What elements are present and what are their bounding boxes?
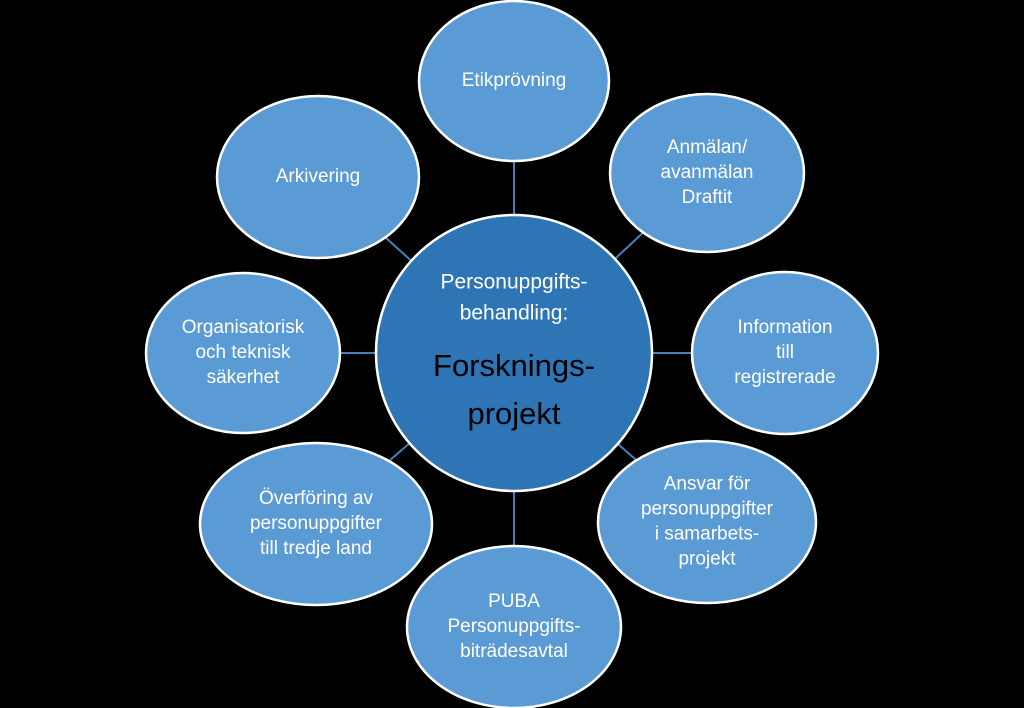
- node-label-ansvar: projekt: [678, 549, 736, 570]
- node-label-overforing: personuppgifter: [250, 513, 383, 534]
- outer-nodes: EtikprövningAnmälan/avanmälanDraftitInfo…: [144, 0, 880, 708]
- connector-anmalan: [614, 231, 644, 260]
- node-overforing: Överföring av personuppgifter till tredje …: [198, 441, 434, 607]
- center-title-line: projekt: [467, 396, 560, 431]
- node-ansvar: Ansvar för personuppgifter i samarbets-pro…: [596, 439, 818, 605]
- node-ellipse-anmalan: [608, 92, 806, 254]
- node-label-anmalan: avanmälan: [661, 162, 754, 183]
- node-sakerhet: Organisatorisk och teknisk säkerhet: [144, 271, 342, 435]
- center-circle: [374, 213, 654, 493]
- node-label-anmalan: Draftit: [682, 187, 733, 208]
- node-label-information: registrerade: [734, 367, 835, 388]
- connector-overforing: [388, 442, 411, 462]
- node-label-information: till: [776, 342, 794, 363]
- node-ellipse-ansvar: [596, 439, 818, 605]
- node-label-ansvar: Ansvar för: [664, 474, 751, 495]
- node-etikprovning: Etikprövning: [417, 0, 611, 163]
- node-label-overforing: Överföring av: [259, 488, 374, 509]
- node-ellipse-information: [690, 270, 880, 436]
- node-label-ansvar: i samarbets-: [655, 524, 760, 545]
- center-node: Personuppgifts-behandling: Forsknings-pro…: [374, 213, 654, 493]
- node-label-ansvar: personuppgifter: [641, 499, 774, 520]
- node-ellipse-arkivering: [215, 94, 421, 260]
- node-label-etikprovning: Etikprövning: [462, 70, 567, 91]
- connector-ansvar: [617, 443, 638, 461]
- node-label-puba: PUBA: [488, 591, 540, 612]
- center-title-line: Forsknings-: [433, 348, 595, 383]
- node-ellipse-sakerhet: [144, 271, 342, 435]
- connectors: [340, 161, 692, 546]
- center-heading-line: behandling:: [460, 302, 569, 325]
- node-label-anmalan: Anmälan/: [667, 137, 748, 158]
- connector-arkivering: [384, 236, 412, 262]
- center-heading-line: Personuppgifts-: [440, 271, 587, 294]
- node-information: Information till registrerade: [690, 270, 880, 436]
- node-ellipse-overforing: [198, 441, 434, 607]
- node-label-sakerhet: och teknisk: [195, 342, 291, 363]
- node-puba: PUBA Personuppgifts-biträdesavtal: [405, 544, 623, 708]
- node-label-information: Information: [737, 317, 832, 338]
- node-label-sakerhet: säkerhet: [207, 367, 281, 388]
- node-label-overforing: till tredje land: [260, 538, 372, 559]
- node-ellipse-puba: [405, 544, 623, 708]
- node-label-puba: biträdesavtal: [460, 641, 568, 662]
- node-arkivering: Arkivering: [215, 94, 421, 260]
- node-label-sakerhet: Organisatorisk: [182, 317, 305, 338]
- node-label-arkivering: Arkivering: [276, 166, 360, 187]
- node-ellipse-etikprovning: [417, 0, 611, 163]
- node-label-puba: Personuppgifts-: [447, 616, 580, 637]
